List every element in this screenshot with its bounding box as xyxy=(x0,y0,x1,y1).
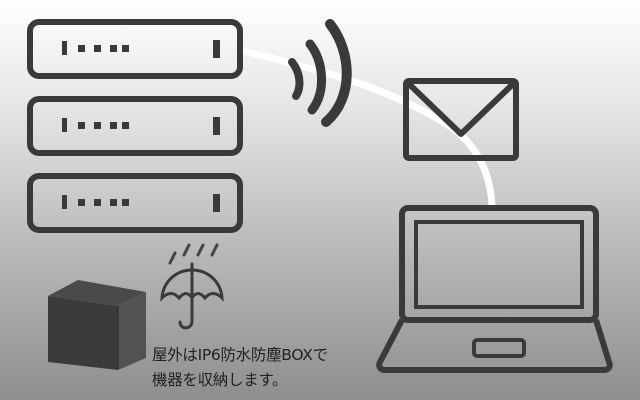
rain-icon xyxy=(168,243,219,265)
waterproof-box-icon xyxy=(48,280,146,370)
caption-text: 屋外はIP6防水防塵BOXで 機器を収納します。 xyxy=(152,343,328,393)
server-unit-2 xyxy=(27,96,243,156)
connection-line xyxy=(236,46,496,209)
laptop-icon xyxy=(376,205,613,373)
caption-line-1: 屋外はIP6防水防塵BOXで xyxy=(152,346,328,364)
envelope-icon xyxy=(403,78,519,161)
wifi-signal-icon xyxy=(288,19,352,127)
caption-line-2: 機器を収納します。 xyxy=(152,371,288,389)
server-unit-1 xyxy=(27,19,243,79)
umbrella-icon xyxy=(160,262,224,330)
server-unit-3 xyxy=(27,173,243,233)
